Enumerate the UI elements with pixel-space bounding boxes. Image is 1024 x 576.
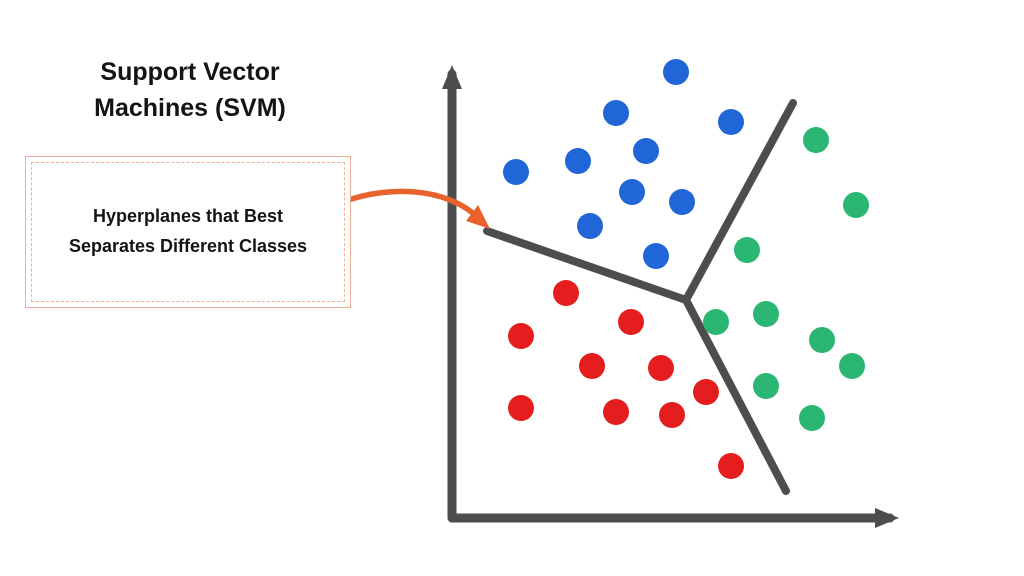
annotation-arrowhead bbox=[466, 205, 490, 229]
class-red-point bbox=[579, 353, 605, 379]
class-blue-point bbox=[603, 100, 629, 126]
class-green-point bbox=[803, 127, 829, 153]
class-blue-point bbox=[503, 159, 529, 185]
class-green-point bbox=[843, 192, 869, 218]
class-green-point bbox=[799, 405, 825, 431]
class-green-point bbox=[839, 353, 865, 379]
page-title-line-2: Machines (SVM) bbox=[94, 94, 286, 123]
class-green-point bbox=[809, 327, 835, 353]
annotation-box: Hyperplanes that Best Separates Differen… bbox=[25, 156, 351, 308]
class-red-point bbox=[618, 309, 644, 335]
class-green-point bbox=[734, 237, 760, 263]
class-red-point bbox=[659, 402, 685, 428]
annotation-line-1: Hyperplanes that Best bbox=[92, 206, 284, 227]
plot-layer bbox=[442, 59, 899, 528]
class-green-point bbox=[753, 373, 779, 399]
class-blue-point bbox=[643, 243, 669, 269]
page-title-line-1: Support Vector bbox=[100, 58, 280, 86]
class-blue-point bbox=[565, 148, 591, 174]
class-green-point bbox=[753, 301, 779, 327]
class-blue-point bbox=[633, 138, 659, 164]
class-red-point bbox=[693, 379, 719, 405]
class-blue-point bbox=[663, 59, 689, 85]
class-red-point bbox=[508, 395, 534, 421]
annotation-line-2: Separates Different Classes bbox=[68, 236, 308, 256]
page-title: Support Vector Machines (SVM) bbox=[55, 54, 325, 127]
class-blue-point bbox=[619, 179, 645, 205]
class-blue-point bbox=[718, 109, 744, 135]
class-red-point bbox=[603, 399, 629, 425]
annotation-box-inner: Hyperplanes that Best Separates Differen… bbox=[31, 162, 345, 302]
class-blue-point bbox=[669, 189, 695, 215]
class-red-point bbox=[508, 323, 534, 349]
class-red-point bbox=[648, 355, 674, 381]
class-green-point bbox=[703, 309, 729, 335]
class-red-point bbox=[553, 280, 579, 306]
class-red-point bbox=[718, 453, 744, 479]
class-blue-point bbox=[577, 213, 603, 239]
